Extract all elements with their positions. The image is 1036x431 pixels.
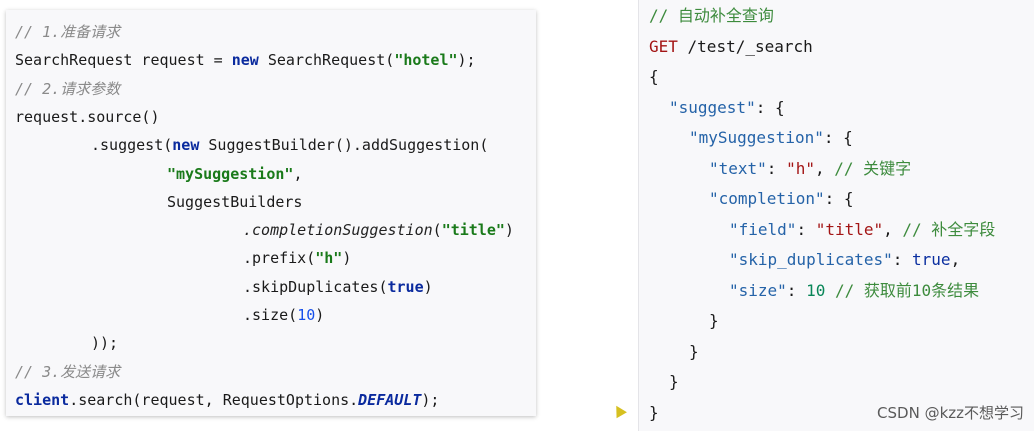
code-token: ); — [421, 390, 440, 409]
left-panel-code-line: // 2.请求参数 — [15, 79, 120, 99]
code-token: // 1.准备请求 — [15, 23, 121, 41]
code-token: : — [786, 280, 807, 300]
left-panel-code-line: // 1.准备请求 — [15, 22, 120, 42]
code-token: } — [649, 402, 659, 422]
code-token: 10 — [806, 280, 826, 300]
right-panel-code-line: "suggest": { — [669, 98, 785, 118]
code-token: } — [669, 372, 679, 391]
code-token: ( — [432, 221, 442, 240]
left-panel-code-line: )); — [91, 333, 118, 353]
right-panel-code-line: "field": "title", // 补全字段 — [729, 220, 995, 240]
right-panel-code-line: "text": "h", // 关键字 — [709, 159, 911, 179]
code-token: : — [766, 158, 787, 178]
left-panel-code-line: .suggest(new SuggestBuilder().addSuggest… — [91, 135, 488, 155]
code-token: "hotel" — [394, 51, 458, 70]
code-token: , — [814, 158, 835, 178]
code-token: "text" — [709, 158, 767, 178]
code-token: } — [709, 311, 719, 330]
left-panel-code-line: .prefix("h") — [243, 248, 351, 268]
right-panel-code-line: } — [709, 311, 719, 331]
left-panel-code-line: SuggestBuilders — [167, 192, 302, 212]
code-token: "size" — [729, 280, 787, 300]
code-token: true — [387, 277, 424, 296]
code-token: // 关键字 — [834, 158, 912, 178]
code-token: ); — [457, 51, 476, 70]
code-token: /test/_search — [677, 36, 813, 56]
code-token: ) — [342, 249, 352, 268]
code-token: : { — [824, 189, 854, 208]
code-token: "mySuggestion" — [167, 164, 294, 183]
code-token: SearchRequest request = — [15, 51, 232, 70]
code-token: DEFAULT — [358, 390, 422, 409]
left-panel-code-line: request.source() — [15, 107, 160, 127]
code-token: , — [950, 250, 961, 269]
code-token: "skip_duplicates" — [729, 250, 893, 269]
code-token: )); — [91, 334, 119, 353]
code-token: new — [231, 51, 259, 70]
code-token: .suggest( — [91, 136, 173, 155]
right-panel-code-line: } — [669, 372, 679, 392]
code-token: // 获取前10条结果 — [834, 280, 980, 300]
code-token: , — [883, 219, 903, 239]
code-token: .search(request, RequestOptions. — [69, 390, 359, 409]
right-panel-code-line: "completion": { — [709, 189, 854, 209]
watermark: CSDN @kzz不想学习 — [877, 404, 1024, 422]
code-token: : { — [823, 128, 853, 147]
code-token: "h" — [315, 249, 343, 268]
code-token: } — [689, 341, 699, 361]
code-token: // 自动补全查询 — [649, 6, 774, 25]
code-token: "suggest" — [669, 97, 756, 117]
right-panel-code-line: "skip_duplicates": true, — [729, 250, 960, 270]
code-token: ) — [423, 277, 433, 296]
right-panel-code-line: { — [649, 67, 659, 87]
code-token: request.source() — [15, 107, 160, 126]
right-panel-code-line: } — [689, 342, 699, 362]
code-token: client — [15, 390, 70, 409]
code-token: "completion" — [709, 189, 825, 208]
code-token: ) — [504, 221, 514, 240]
right-panel-code-line: GET /test/_search — [649, 37, 813, 57]
right-panel-code-line: "mySuggestion": { — [689, 128, 853, 148]
code-token: // 补全字段 — [902, 219, 996, 239]
left-panel-code-line: // 3.发送请求 — [15, 362, 120, 382]
right-panel-code-line: } — [649, 403, 659, 423]
code-token: true — [912, 250, 951, 269]
left-panel-code-line: SearchRequest request = new SearchReques… — [15, 50, 476, 70]
code-token: .skipDuplicates( — [243, 277, 388, 296]
right-panel-code-line: // 自动补全查询 — [649, 6, 774, 26]
code-token: "field" — [729, 219, 797, 239]
left-panel-code-line: .completionSuggestion("title") — [243, 220, 514, 240]
code-token: : — [892, 250, 913, 269]
left-panel-code-line: "mySuggestion", — [167, 164, 302, 184]
code-token: .size( — [243, 306, 298, 324]
code-token: , — [293, 164, 303, 183]
code-token — [825, 281, 835, 300]
code-token: "h" — [786, 158, 815, 178]
code-token: new — [172, 136, 200, 155]
code-token: .completionSuggestion — [243, 221, 433, 240]
code-token: // 3.发送请求 — [15, 362, 121, 381]
code-token: 10 — [297, 306, 316, 324]
code-token: SearchRequest( — [258, 51, 395, 70]
code-token: : { — [755, 97, 785, 117]
code-token: // 2.请求参数 — [15, 79, 121, 98]
right-panel-code-line: "size": 10 // 获取前10条结果 — [729, 281, 979, 301]
code-token: GET — [649, 36, 678, 56]
left-panel-code-line: .size(10) — [243, 305, 324, 325]
code-token: { — [649, 67, 659, 86]
left-panel-code-line: client.search(request, RequestOptions.DE… — [15, 390, 439, 410]
code-token: : — [796, 219, 816, 239]
mouse-cursor-icon — [611, 402, 627, 419]
code-token: "mySuggestion" — [689, 128, 824, 147]
code-token: SuggestBuilder().addSuggestion( — [199, 136, 489, 155]
left-panel-code-line: .skipDuplicates(true) — [243, 277, 433, 297]
code-token: .prefix( — [243, 249, 316, 268]
code-token: SuggestBuilders — [167, 192, 303, 211]
code-token: "title" — [815, 219, 884, 239]
java-code-panel: // 1.准备请求 SearchRequest request = new Sea… — [6, 10, 536, 416]
code-token: "title" — [441, 221, 505, 240]
code-token: ) — [315, 306, 325, 324]
